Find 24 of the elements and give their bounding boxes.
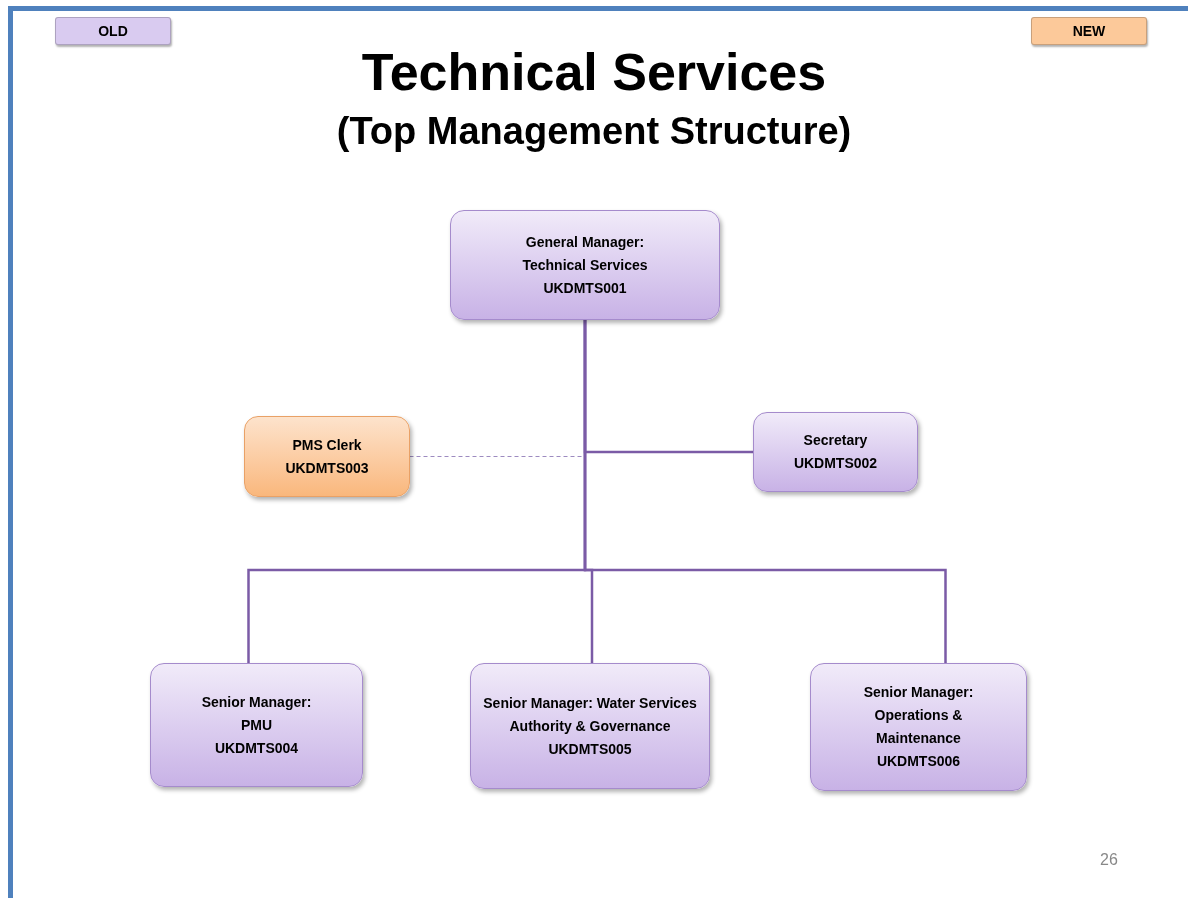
- role-title: General Manager: Technical Services: [521, 232, 649, 275]
- role-code: UKDMTS004: [214, 738, 299, 758]
- role-box: [470, 663, 710, 789]
- legend-tag: OLD: [55, 17, 171, 45]
- page-number: 26: [1100, 850, 1118, 870]
- connector-line: [583, 320, 947, 663]
- role-title: Secretary: [803, 431, 868, 450]
- role-title: Senior Manager: Operations & Maintenance: [862, 683, 975, 748]
- role-box: [753, 412, 918, 492]
- role-code: UKDMTS006: [876, 752, 961, 771]
- role-box: [150, 663, 363, 787]
- role-code: UKDMTS001: [543, 278, 627, 298]
- role-title: Senior Manager: PMU: [200, 692, 313, 735]
- title: Technical Services: [360, 42, 828, 103]
- subtitle: (Top Management Structure): [335, 109, 853, 154]
- role-code: UKDMTS003: [285, 458, 369, 478]
- role-code: UKDMTS005: [548, 739, 632, 759]
- role-box: [450, 210, 720, 320]
- role-title: PMS Clerk: [292, 435, 362, 455]
- role-title: Senior Manager: Water Services Authority & Governance: [482, 693, 698, 736]
- role-code: UKDMTS002: [793, 454, 878, 473]
- role-box: [244, 416, 410, 497]
- legend-tag: NEW: [1031, 17, 1147, 45]
- role-box: [810, 663, 1027, 791]
